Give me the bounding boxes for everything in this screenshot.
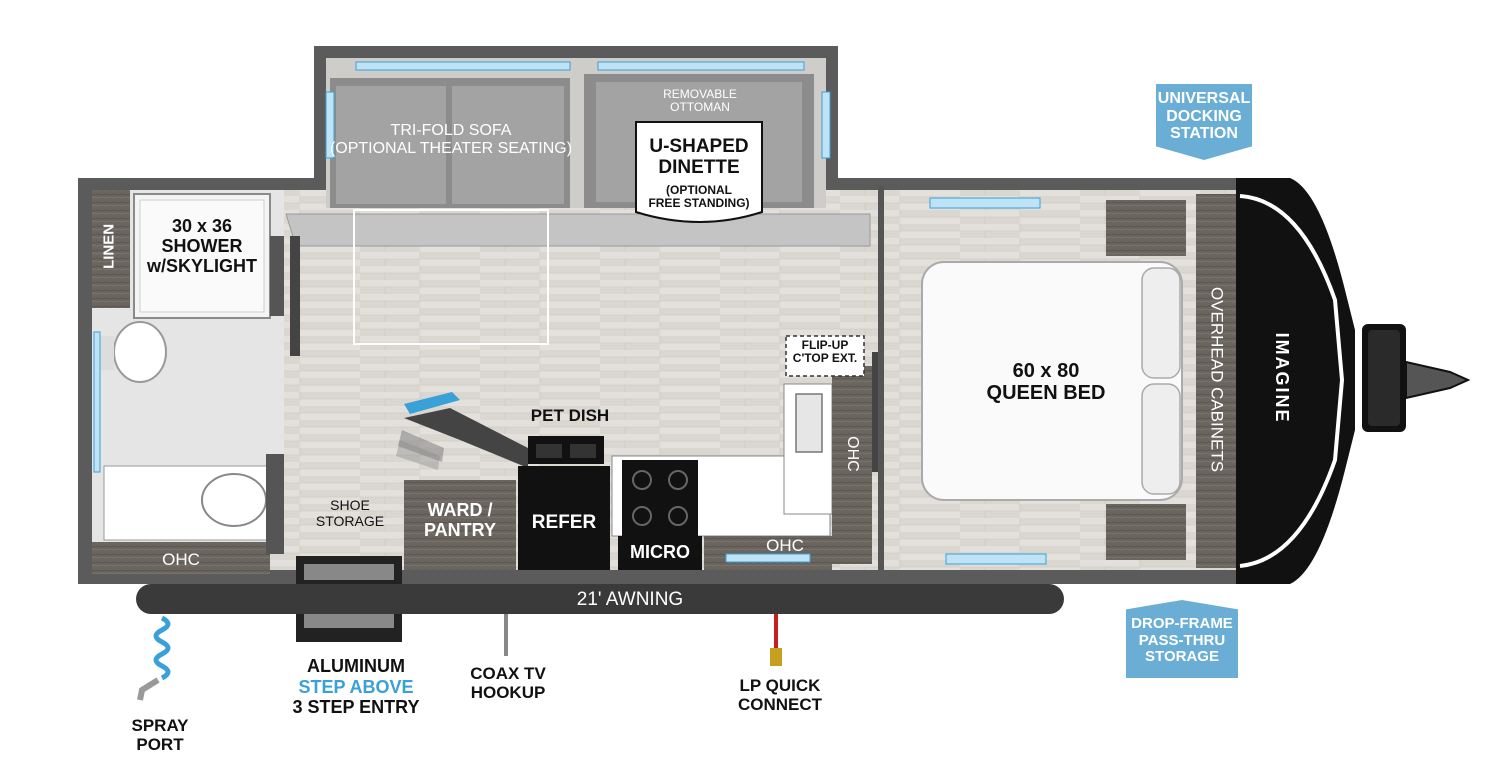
ward-pantry-label: WARD / PANTRY (424, 500, 496, 541)
ohc-kitchen-label: OHC (766, 536, 804, 555)
recliners (396, 392, 528, 470)
docking-station-callout: UNIVERSAL DOCKING STATION (1156, 84, 1252, 160)
micro-label: MICRO (630, 542, 690, 562)
step-line-1: ALUMINUM (307, 656, 405, 676)
step-line-3: 3 STEP ENTRY (292, 697, 420, 718)
refer-cabinet (518, 466, 610, 570)
range (622, 460, 698, 536)
bath-ohc-bar (92, 542, 270, 574)
spray-hose (137, 615, 171, 701)
shoe-storage-label: SHOE STORAGE (315, 497, 385, 529)
ward-pantry-cabinet (404, 480, 516, 570)
ohc-bath-label: OHC (162, 550, 200, 569)
overhead-cabinets (1196, 194, 1236, 568)
linen-label: LINEN (100, 223, 118, 269)
slide-window-3 (325, 91, 335, 159)
bath-window (93, 331, 101, 473)
queen-bed (921, 261, 1183, 501)
couch-cushions (285, 213, 871, 247)
kitchen-sink (795, 393, 823, 453)
bed-label: 60 x 80 QUEEN BED (986, 360, 1106, 405)
awning-bar (136, 584, 1064, 614)
flip-up-label: FLIP-UP C'TOP EXT. (792, 338, 858, 366)
refer-label: REFER (531, 512, 597, 533)
coax-label: COAX TV HOOKUP (470, 664, 546, 703)
flip-up-ext (785, 335, 865, 377)
dinette-title: U-SHAPED DINETTE (649, 136, 749, 179)
bed-window-top (929, 197, 1041, 209)
dinette-table (635, 121, 763, 223)
nightstand-top (1106, 200, 1186, 256)
pass-thru-storage-callout: DROP-FRAME PASS-THRU STORAGE (1126, 600, 1238, 678)
linen-cabinet (92, 190, 130, 308)
lp-label: LP QUICK CONNECT (737, 676, 823, 715)
step-entry-label: ALUMINUM STEP ABOVE 3 STEP ENTRY (276, 656, 436, 718)
ottoman-label: REMOVABLE OTTOMAN (663, 87, 737, 115)
lp-fitting (770, 648, 782, 666)
micro-cabinet (618, 536, 702, 570)
bed-window-bottom (945, 553, 1047, 565)
brand-badge: IMAGINE (1272, 332, 1293, 424)
step-line-2: STEP ABOVE (298, 676, 414, 697)
pet-dish-label: PET DISH (530, 406, 610, 425)
bath-sink (201, 473, 267, 527)
slide-window-1 (355, 61, 571, 71)
ottoman-outline (353, 209, 549, 345)
nose-cap (1236, 178, 1355, 584)
ohc-kitchen-cabinet (704, 536, 832, 570)
overhead-cabinets-label: OVERHEAD CABINETS (1207, 286, 1227, 473)
ohc-vertical-label: OHC (843, 436, 861, 472)
nightstand-bottom (1106, 504, 1186, 560)
slide-window-4 (821, 91, 831, 159)
slide-window-2 (597, 61, 805, 71)
ohc-vertical-cabinet (832, 366, 872, 564)
bedroom-wall (878, 186, 884, 570)
sofa-label: TRI-FOLD SOFA (OPTIONAL THEATER SEATING) (329, 122, 573, 157)
shower-label: 30 x 36 SHOWER w/SKYLIGHT (146, 216, 257, 277)
toilet (113, 321, 167, 383)
awning-label: 21' AWNING (576, 589, 684, 610)
hitch-tongue (1405, 360, 1471, 400)
nose-stripe (1239, 194, 1345, 568)
dinette-sub: (OPTIONAL FREE STANDING) (648, 183, 750, 211)
kitchen-window (725, 553, 811, 563)
spray-port-label: SPRAY PORT (131, 716, 189, 755)
